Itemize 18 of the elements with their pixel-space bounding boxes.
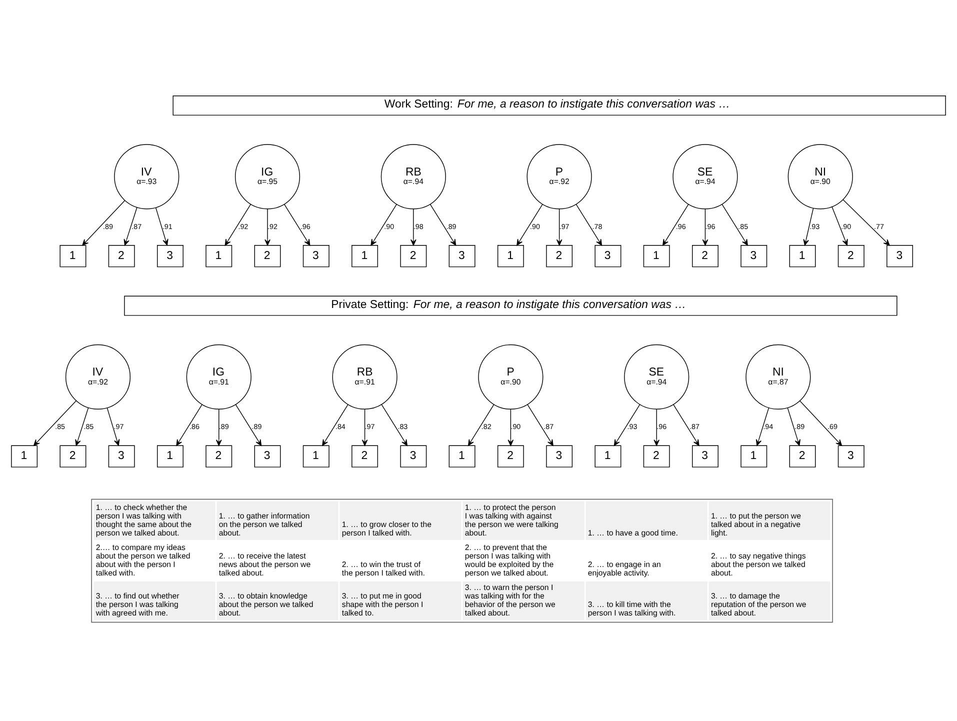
label: 1. … to protect the person I was talking with against the person we were talking about. bbox=[464, 502, 558, 538]
label: 1. … to have a good time. bbox=[588, 528, 678, 538]
label: 1. … to grow closer to the person I talked with. bbox=[342, 520, 432, 538]
label: 3. … to kill time with the person I was talking with. bbox=[588, 600, 676, 618]
label: 2.… to compare my ideas about the person we talked about with the person I talked with. bbox=[96, 542, 190, 578]
label: 3. … to put me in good shape with the person I talked to. bbox=[342, 592, 424, 618]
label: 2. … to win the trust of the person I talked with. bbox=[342, 560, 425, 578]
label: 2. … to engage in an enjoyable activity. bbox=[588, 560, 661, 578]
label: 3. … to damage the reputation of the person we talked about. bbox=[710, 592, 806, 618]
label: 2. … to receive the latest news about the person we talked about. bbox=[218, 551, 311, 578]
label: 2. … to say negative things about the person we talked about. bbox=[710, 551, 806, 578]
label: 3. … to find out whether the person I was talking with agreed with me. bbox=[96, 592, 180, 618]
label: 1. … to put the person we talked about in a negative light. bbox=[710, 511, 801, 538]
label: 3. … to obtain knowledge about the person we talked about. bbox=[218, 592, 314, 618]
label: 1. … to gather information on the person we talked about. bbox=[218, 511, 310, 538]
label: 1. … to check whether the person I was talking with thought the same about the person we talked about. bbox=[96, 502, 192, 538]
label: 3. … to warn the person I was talking with for the behavior of the person we talked about. bbox=[464, 582, 556, 618]
label: 2. … to prevent that the person I was talking with would be exploited by the person we talked about. bbox=[464, 542, 554, 578]
